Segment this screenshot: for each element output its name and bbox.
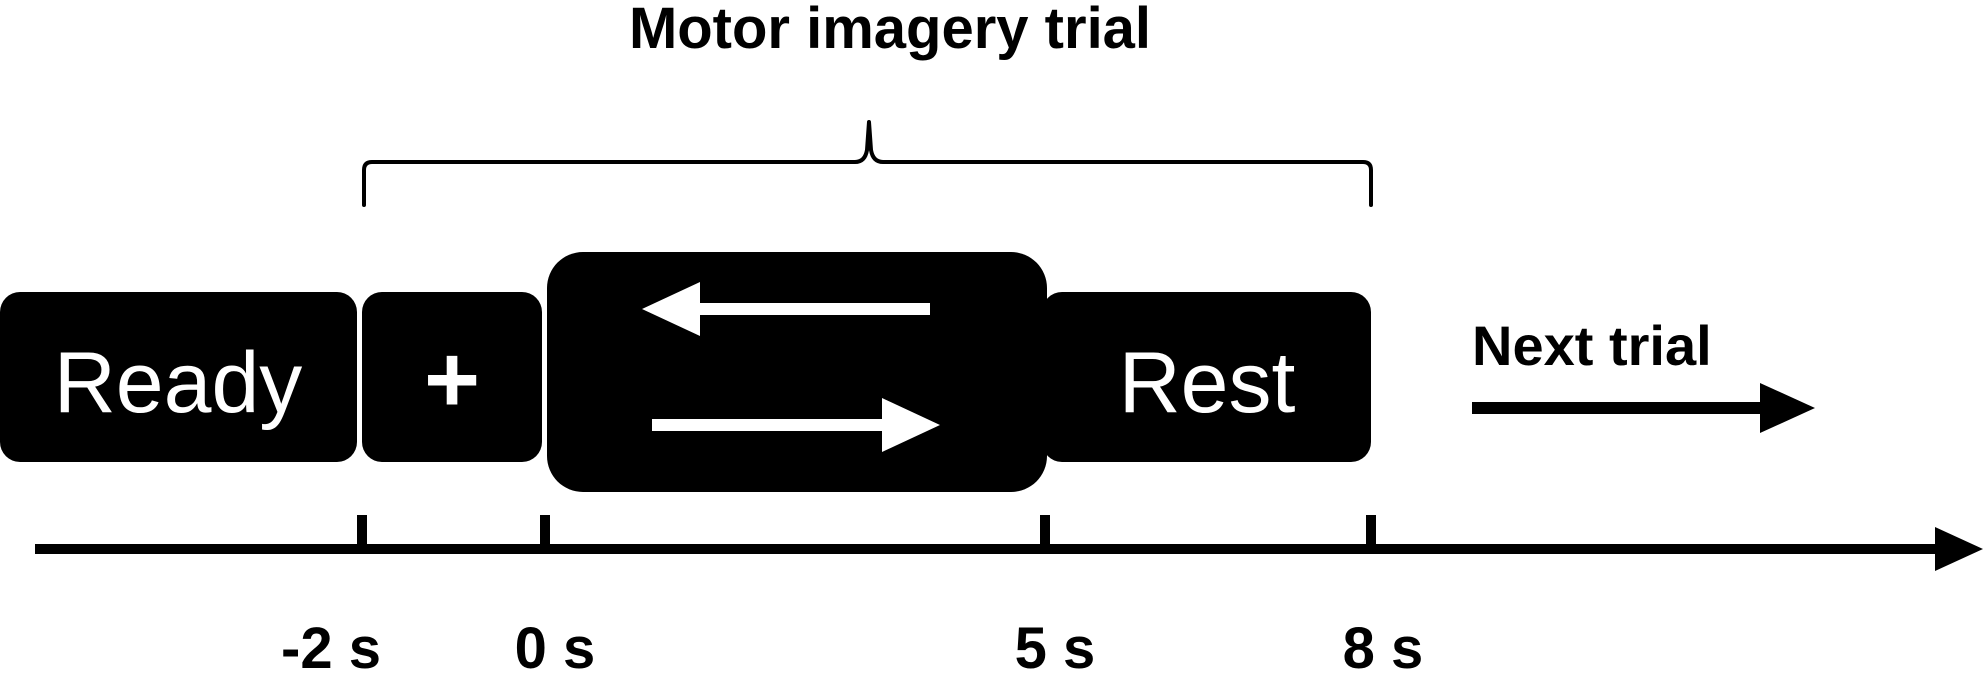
tick-label-8s: 8 s bbox=[1343, 616, 1424, 673]
next-trial-arrow-icon bbox=[1472, 383, 1815, 433]
trial-brace bbox=[362, 120, 1373, 207]
diagram-title: Motor imagery trial bbox=[629, 0, 1151, 61]
tick-label-5s: 5 s bbox=[1015, 616, 1096, 673]
cue-box bbox=[547, 252, 1047, 492]
tick-label-minus-2s: -2 s bbox=[281, 616, 381, 673]
rest-label: Rest bbox=[1119, 335, 1296, 431]
rest-box bbox=[1042, 292, 1371, 462]
ready-label: Ready bbox=[54, 335, 303, 431]
timeline-axis bbox=[35, 527, 1983, 571]
fixation-cross: + bbox=[424, 326, 480, 433]
tick-label-0s: 0 s bbox=[515, 616, 596, 673]
left-arrow-icon bbox=[642, 282, 930, 336]
ready-box bbox=[0, 292, 357, 462]
next-trial-label: Next trial bbox=[1472, 314, 1712, 377]
fixation-box bbox=[362, 292, 542, 462]
right-arrow-icon bbox=[652, 398, 940, 452]
